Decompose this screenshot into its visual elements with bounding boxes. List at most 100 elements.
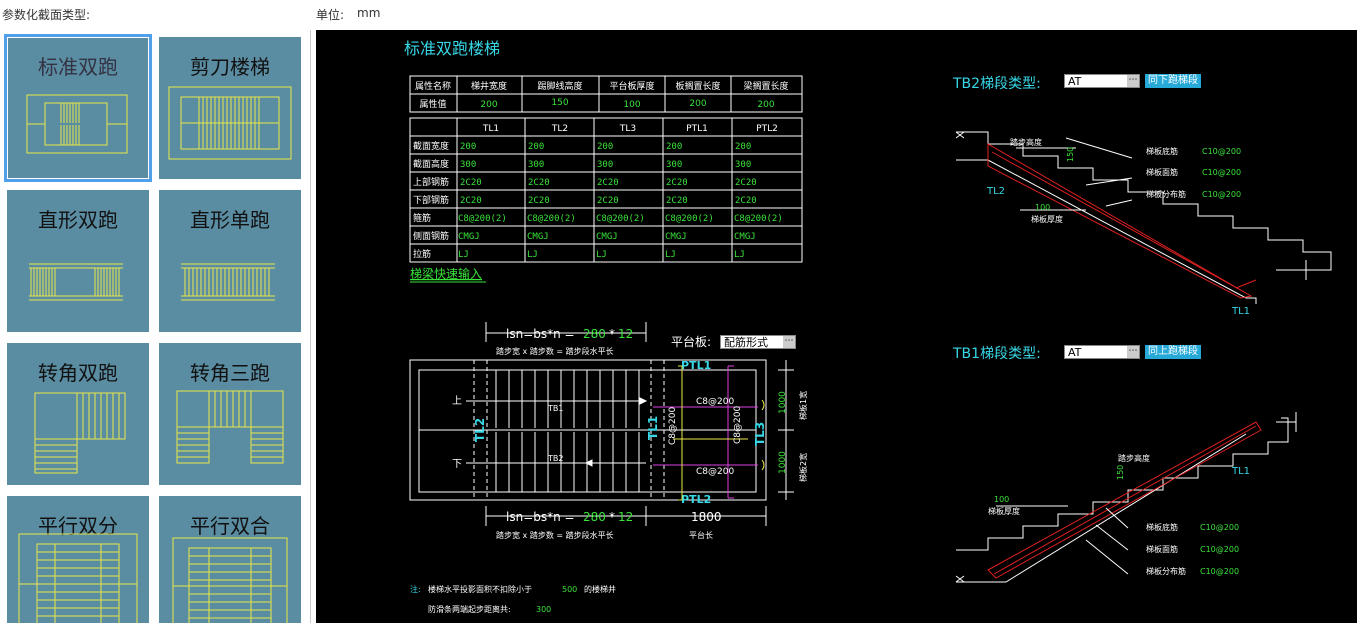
scissor-stair-icon <box>168 86 292 160</box>
formula-bot-val1[interactable]: 280 <box>583 510 606 524</box>
beam-row-label: 上部钢筋 <box>413 176 449 188</box>
more-icon[interactable]: ⋯ <box>1127 75 1139 87</box>
beam-cell[interactable]: 2C20 <box>735 178 757 188</box>
tb1-thk-label: 梯板厚度 <box>988 506 1020 516</box>
beam-cell[interactable]: CMGJ <box>596 232 618 242</box>
tb1-bottom-bar: 梯板底筋 <box>1146 522 1178 532</box>
beam-cell[interactable]: LJ <box>665 250 676 260</box>
attr-value[interactable]: 150 <box>551 98 568 108</box>
beam-cell[interactable]: CMGJ <box>665 232 687 242</box>
tile-parallel-double-split[interactable]: 平行双分 <box>7 496 149 623</box>
tb2-bottom-bar: 梯板底筋 <box>1146 146 1178 156</box>
plan-w2[interactable]: 1000 <box>778 451 788 474</box>
formula-top-val2[interactable]: 12 <box>618 327 633 341</box>
formula-bot: lsn=bs*n = <box>506 510 575 524</box>
beam-cell[interactable]: C8@200(2) <box>458 214 507 224</box>
note2-value[interactable]: 300 <box>536 605 551 614</box>
plan-c8a: C8@200 <box>696 397 734 407</box>
formula-top: lsn=bs*n = <box>506 327 575 341</box>
beam-cell[interactable]: 300 <box>666 160 682 170</box>
note1-value[interactable]: 500 <box>562 585 577 594</box>
tb2-bar-val1[interactable]: C10@200 <box>1202 147 1241 156</box>
platform-length[interactable]: 1800 <box>691 510 722 524</box>
tb1-type-select[interactable]: AT ⋯ <box>1064 345 1140 359</box>
beam-cell[interactable]: LJ <box>458 250 469 260</box>
beam-cell[interactable]: 2C20 <box>666 178 688 188</box>
note1-suffix: 的楼梯井 <box>584 584 616 594</box>
attr-header: 板搁置长度 <box>675 80 720 92</box>
beam-cell[interactable]: C8@200(2) <box>665 214 714 224</box>
tb1-step-val[interactable]: 150 <box>1116 465 1125 480</box>
beam-cell[interactable]: 300 <box>460 160 476 170</box>
tb1-bar-val2[interactable]: C10@200 <box>1200 545 1239 554</box>
beam-cell[interactable]: C8@200(2) <box>596 214 645 224</box>
beam-quick-input-link[interactable]: 梯梁快速输入 <box>410 266 482 281</box>
tile-corner-triple-run[interactable]: 转角三跑 <box>159 343 301 485</box>
beam-cell[interactable]: CMGJ <box>527 232 549 242</box>
tb2-bar-val2[interactable]: C10@200 <box>1202 168 1241 177</box>
attr-header: 属性名称 <box>415 80 451 92</box>
beam-cell[interactable]: C8@200(2) <box>734 214 783 224</box>
stair-title: 标准双跑楼梯 <box>404 39 500 58</box>
attr-value[interactable]: 200 <box>480 100 497 110</box>
beam-cell[interactable]: CMGJ <box>458 232 480 242</box>
beam-cell[interactable]: 200 <box>460 142 476 152</box>
formula-bot-val2[interactable]: 12 <box>618 510 633 524</box>
tile-straight-double-run[interactable]: 直形双跑 <box>7 190 149 332</box>
more-icon[interactable]: ⋯ <box>783 336 795 348</box>
tb1-thk-val[interactable]: 100 <box>994 495 1009 504</box>
beam-cell[interactable]: 2C20 <box>597 178 619 188</box>
beam-cell[interactable]: 2C20 <box>735 196 757 206</box>
tb2-type-value: AT <box>1068 75 1082 88</box>
beam-cell[interactable]: 300 <box>528 160 544 170</box>
plan-c8b: C8@200 <box>696 467 734 477</box>
tb2-label: TB2梯段类型: <box>952 76 1041 92</box>
tb1-bar-val3[interactable]: C10@200 <box>1200 567 1239 576</box>
beam-cell[interactable]: CMGJ <box>734 232 756 242</box>
beam-row-label: 侧面钢筋 <box>413 230 449 242</box>
plan-ptl2: PTL2 <box>681 493 711 506</box>
beam-cell[interactable]: LJ <box>527 250 538 260</box>
tile-parallel-double-merge[interactable]: 平行双合 <box>159 496 301 623</box>
beam-cell[interactable]: LJ <box>596 250 607 260</box>
tile-scissor-stair[interactable]: 剪刀楼梯 <box>159 37 301 179</box>
beam-cell[interactable]: 2C20 <box>528 196 550 206</box>
beam-cell[interactable]: 200 <box>597 142 613 152</box>
beam-cell[interactable]: 2C20 <box>460 196 482 206</box>
corner-double-run-icon <box>34 392 126 474</box>
attr-value[interactable]: 100 <box>623 100 640 110</box>
tb2-step-val[interactable]: 150 <box>1066 147 1075 162</box>
tb2-top-bar: 梯板面筋 <box>1146 167 1178 177</box>
beam-cell[interactable]: LJ <box>734 250 745 260</box>
beam-cell[interactable]: 200 <box>528 142 544 152</box>
tb2-thk-val[interactable]: 100 <box>1035 203 1050 212</box>
tile-label: 平行双合 <box>190 514 270 538</box>
tile-standard-double-run[interactable]: 标准双跑 <box>4 34 152 182</box>
cad-canvas: 标准双跑楼梯 属性名称 梯井宽度 踢脚线高度 平台板厚度 板搁置长度 梁搁置长度… <box>316 30 1357 623</box>
beam-cell[interactable]: 300 <box>597 160 613 170</box>
attr-value[interactable]: 200 <box>689 99 706 109</box>
beam-cell[interactable]: C8@200(2) <box>527 214 576 224</box>
tb2-same-as-lower-button[interactable]: 同下跑梯段 <box>1145 74 1201 88</box>
beam-row-label: 下部钢筋 <box>413 194 449 206</box>
tb2-bar-val3[interactable]: C10@200 <box>1202 190 1241 199</box>
beam-cell[interactable]: 2C20 <box>460 178 482 188</box>
more-icon[interactable]: ⋯ <box>1127 346 1139 358</box>
unit-value: mm <box>357 6 381 20</box>
plan-w1[interactable]: 1000 <box>778 391 788 414</box>
tb1-same-as-upper-button[interactable]: 同上跑梯段 <box>1145 345 1201 359</box>
beam-cell[interactable]: 2C20 <box>597 196 619 206</box>
beam-cell[interactable]: 2C20 <box>666 196 688 206</box>
beam-col-header: TL2 <box>551 124 568 134</box>
beam-cell[interactable]: 200 <box>735 142 751 152</box>
tb1-bar-val1[interactable]: C10@200 <box>1200 523 1239 532</box>
beam-cell[interactable]: 2C20 <box>528 178 550 188</box>
platform-type-select[interactable]: 配筋形式 ⋯ <box>720 335 796 349</box>
tile-corner-double-run[interactable]: 转角双跑 <box>7 343 149 485</box>
tile-straight-single-run[interactable]: 直形单跑 <box>159 190 301 332</box>
tb2-type-select[interactable]: AT ⋯ <box>1064 74 1140 88</box>
beam-cell[interactable]: 200 <box>666 142 682 152</box>
formula-top-val1[interactable]: 280 <box>583 327 606 341</box>
attr-value[interactable]: 200 <box>757 100 774 110</box>
beam-cell[interactable]: 300 <box>735 160 751 170</box>
